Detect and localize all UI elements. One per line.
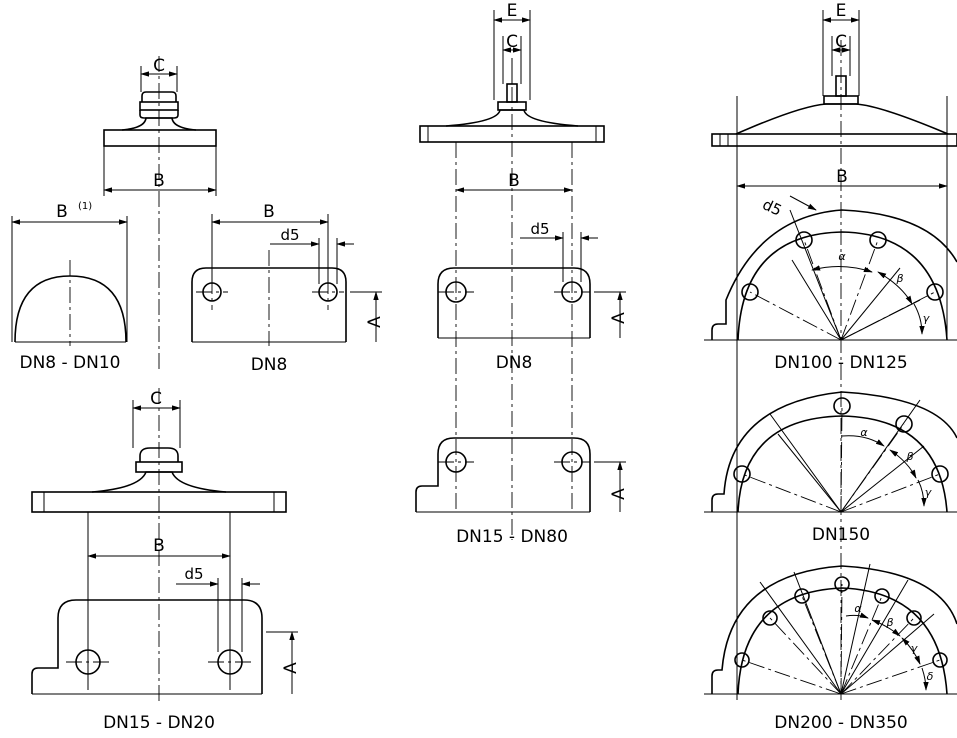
dim-d5-right: d5	[760, 195, 785, 219]
angle-beta-1: β	[895, 272, 903, 285]
view-right-side: E C B	[711, 1, 957, 700]
view-dn200-dn350: α β γ δ DN200 - DN350	[704, 563, 957, 733]
dim-b-top: B	[153, 171, 165, 191]
angle-delta-3: δ	[927, 670, 934, 683]
dim-c-lower: C	[150, 389, 162, 409]
angle-alpha-2: α	[860, 426, 868, 439]
angle-gamma-2: γ	[925, 486, 932, 499]
view-dn15-dn20-plan: d5 A DN15 - DN20	[31, 565, 301, 733]
angle-beta-2: β	[905, 450, 913, 463]
dim-a-lower: A	[281, 662, 301, 674]
dim-d5-left-plan: d5	[280, 226, 299, 244]
label-dn8-middle: DN8	[496, 353, 533, 373]
label-dn200-dn350: DN200 - DN350	[774, 713, 907, 733]
dim-e-middle: E	[507, 1, 518, 21]
dim-a-middle-lower: A	[609, 488, 629, 500]
dim-b-left-plan: B	[263, 202, 275, 222]
dim-c-top: C	[153, 56, 165, 76]
dim-e-right: E	[836, 1, 847, 21]
label-dn100-dn125: DN100 - DN125	[774, 353, 907, 373]
label-dn15-dn20: DN15 - DN20	[103, 713, 215, 733]
angle-gamma-3: γ	[911, 642, 918, 655]
view-dn100-dn125: α β γ d5 DN100 - DN125	[704, 195, 957, 373]
view-dn8-dn10-section: B (1) DN8 - DN10	[11, 201, 128, 373]
dim-b-middle: B	[508, 171, 520, 191]
view-dn15-dn20-side: C B	[31, 388, 287, 702]
view-middle-side: E C B	[419, 1, 605, 540]
view-dn150: α β γ DN150	[704, 391, 957, 545]
dim-d5-middle: d5	[530, 220, 549, 238]
label-dn150: DN150	[812, 525, 870, 545]
label-dn15-dn80: DN15 - DN80	[456, 527, 568, 547]
angle-alpha-3: α	[854, 602, 862, 615]
angle-gamma-1: γ	[923, 312, 930, 325]
dim-a-left-plan: A	[365, 316, 385, 328]
view-dn8-side: C B	[103, 56, 217, 372]
dim-b1-superscript: (1)	[78, 201, 92, 212]
dim-c-right: C	[835, 32, 847, 52]
dim-c-middle: C	[506, 32, 518, 52]
angle-beta-3: β	[885, 616, 893, 629]
view-middle-dn15-dn80-plan: A DN15 - DN80	[415, 437, 629, 547]
dim-a-middle-upper: A	[609, 312, 629, 324]
label-dn8-dn10: DN8 - DN10	[19, 353, 120, 373]
dim-b-lower: B	[153, 536, 165, 556]
dim-d5-lower: d5	[184, 565, 203, 583]
view-dn8-plan-left: B d5 A DN8	[191, 202, 385, 375]
dim-b1: B	[56, 202, 68, 222]
angle-alpha-1: α	[838, 250, 846, 263]
view-middle-dn8-plan: d5 A DN8	[437, 220, 629, 373]
label-dn8-left: DN8	[251, 355, 288, 375]
dim-b-right: B	[836, 167, 848, 187]
